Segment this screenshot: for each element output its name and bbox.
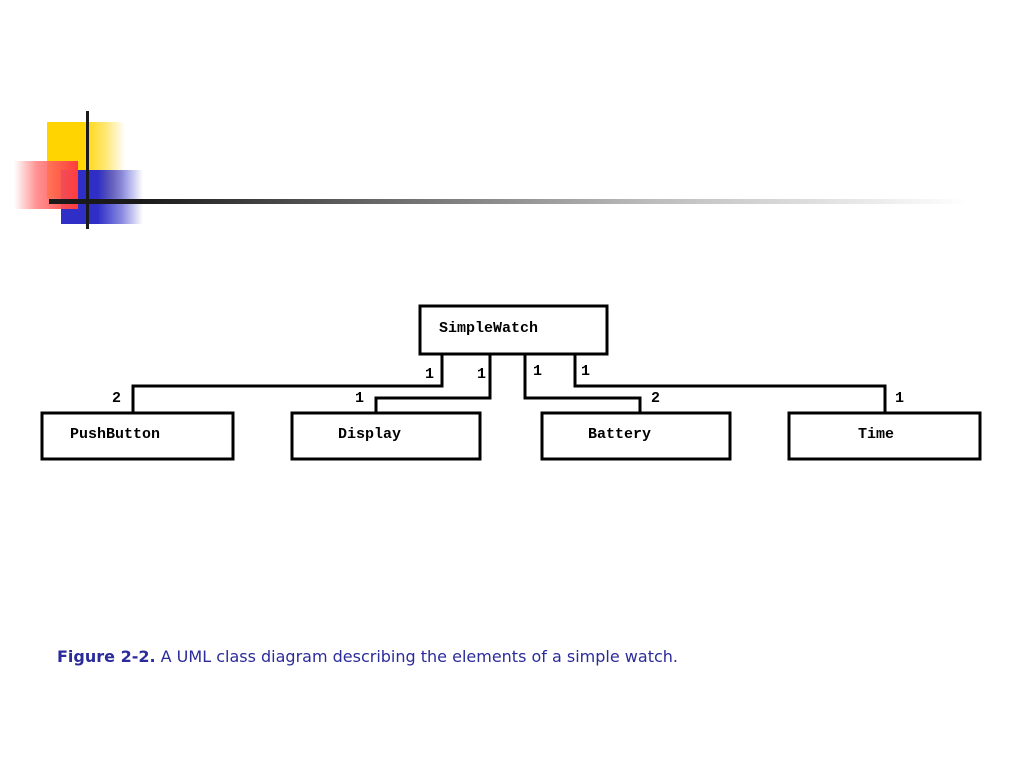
class-box-simplewatch: [418, 304, 609, 356]
class-box-battery: [540, 411, 732, 461]
multiplicity-pushbutton-root: 1: [425, 366, 434, 383]
figure-caption-text: A UML class diagram describing the eleme…: [155, 647, 678, 666]
multiplicity-display-root: 1: [477, 366, 486, 383]
association-display: [374, 354, 492, 413]
class-box-pushbutton: [40, 411, 235, 461]
association-battery: [523, 354, 642, 413]
figure-caption-label: Figure 2-2.: [57, 647, 156, 666]
multiplicity-time-root: 1: [581, 363, 590, 380]
multiplicity-time-part: 1: [895, 390, 904, 407]
class-box-display: [290, 411, 482, 461]
class-name-display: Display: [338, 426, 401, 443]
decor-horizontal-rule: [49, 199, 969, 204]
association-time: [573, 354, 887, 413]
class-name-time: Time: [858, 426, 894, 443]
multiplicity-display-part: 1: [355, 390, 364, 407]
multiplicity-pushbutton-part: 2: [112, 390, 121, 407]
multiplicity-battery-part: 2: [651, 390, 660, 407]
decor-vertical-line: [86, 111, 89, 229]
class-name-simplewatch: SimpleWatch: [439, 320, 538, 337]
association-pushbutton: [131, 354, 444, 413]
figure-caption: Figure 2-2. A UML class diagram describi…: [57, 647, 678, 666]
class-name-battery: Battery: [588, 426, 651, 443]
class-name-pushbutton: PushButton: [70, 426, 160, 443]
class-box-time: [787, 411, 982, 461]
multiplicity-battery-root: 1: [533, 363, 542, 380]
